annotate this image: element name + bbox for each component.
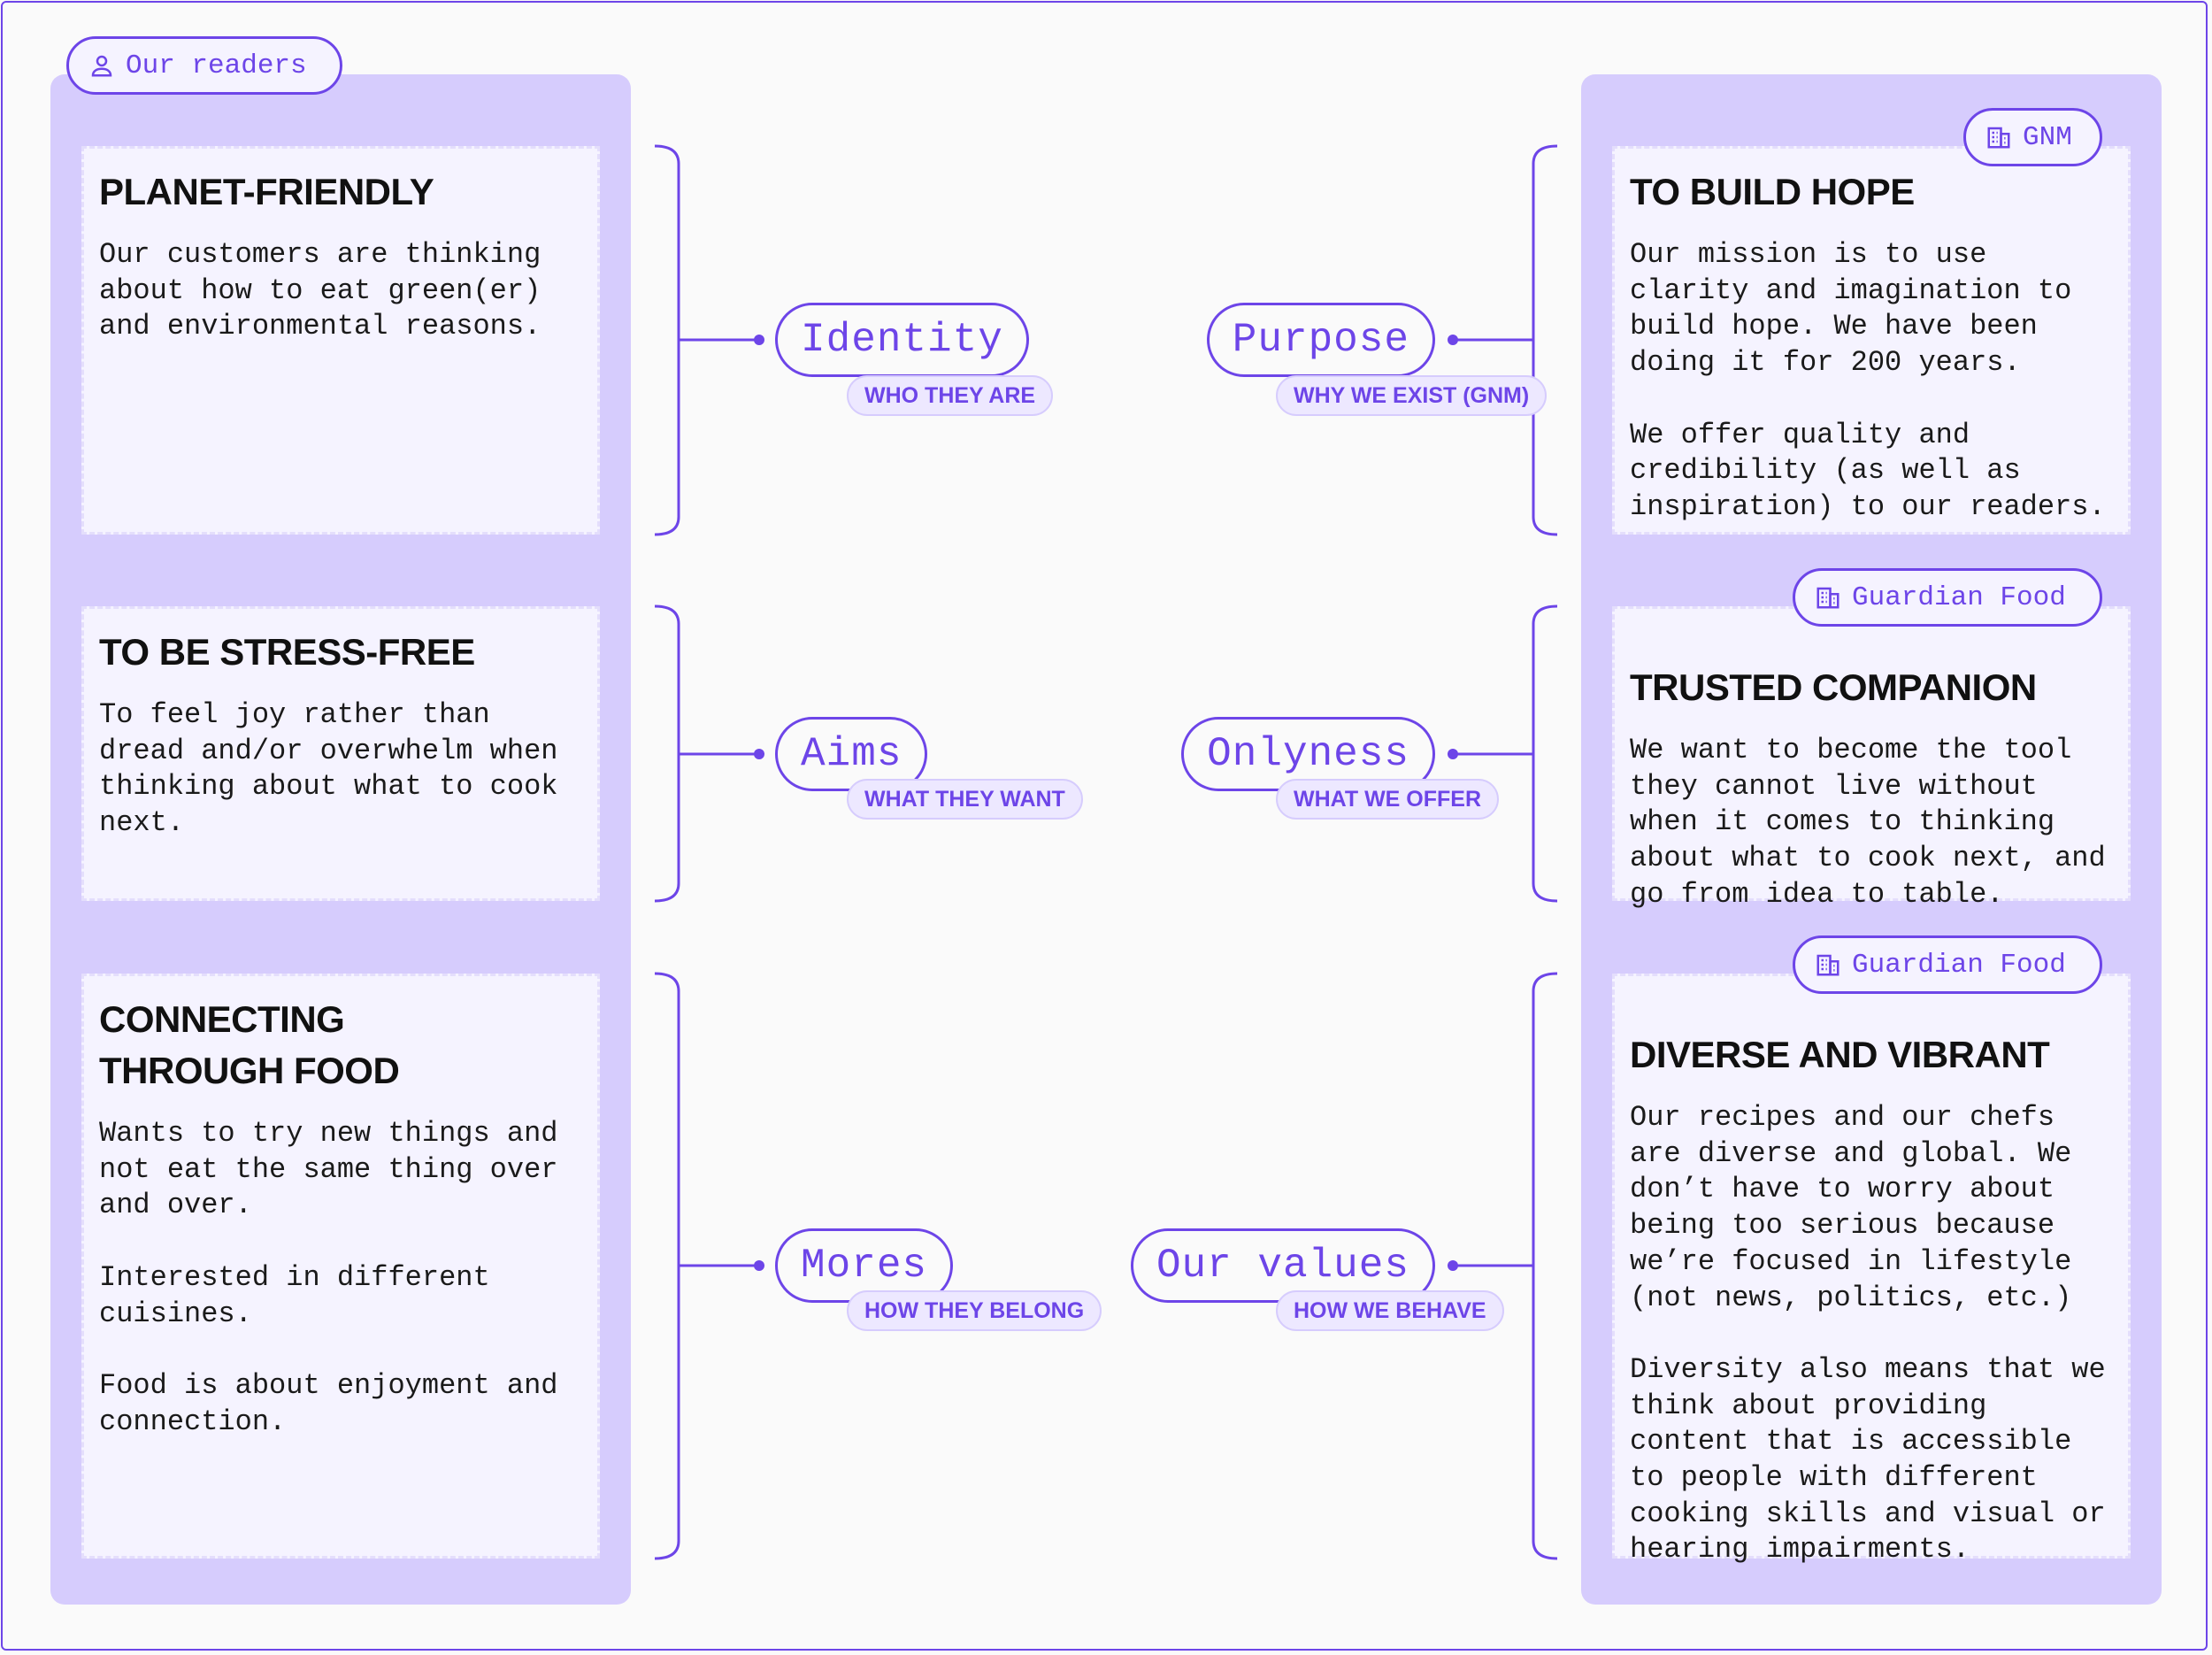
- bracket-onlyness: [1532, 604, 1558, 903]
- dot-aims: [754, 749, 764, 759]
- readers-tag: Our readers: [66, 36, 342, 95]
- node-sub-label: HOW WE BEHAVE: [1294, 1297, 1486, 1323]
- bracket-identity: [654, 144, 680, 536]
- node-sub-label: WHAT THEY WANT: [864, 786, 1065, 812]
- node-sub-aims: WHAT THEY WANT: [847, 779, 1083, 820]
- node-label: Aims: [801, 731, 902, 777]
- building-icon: [1987, 127, 2010, 149]
- org-tag-label: GNM: [2023, 121, 2072, 153]
- card-title: PLANET-FRIENDLY: [99, 171, 434, 212]
- node-sub-label: WHY WE EXIST (GNM): [1294, 382, 1530, 408]
- dot-values: [1448, 1260, 1458, 1271]
- node-purpose: Purpose: [1206, 303, 1435, 377]
- reader-card-planet: PLANET-FRIENDLY Our customers are thinki…: [81, 146, 600, 535]
- node-sub-purpose: WHY WE EXIST (GNM): [1276, 375, 1548, 416]
- node-identity: Identity: [775, 303, 1029, 377]
- dot-identity: [754, 335, 764, 345]
- person-icon: [91, 55, 112, 77]
- org-tag-label: Guardian Food: [1852, 581, 2066, 613]
- reader-card-stress-free: TO BE STRESS-FREE To feel joy rather tha…: [81, 606, 600, 901]
- node-sub-our-values: HOW WE BEHAVE: [1276, 1290, 1504, 1331]
- dot-mores: [754, 1260, 764, 1271]
- card-title: CONNECTING THROUGH FOOD: [99, 998, 400, 1091]
- card-title: DIVERSE AND VIBRANT: [1630, 1034, 2050, 1075]
- node-label: Onlyness: [1207, 731, 1409, 777]
- reader-card-connecting: CONNECTING THROUGH FOOD Wants to try new…: [81, 974, 600, 1559]
- org-tag-guardian-food: Guardian Food: [1793, 568, 2102, 627]
- node-sub-onlyness: WHAT WE OFFER: [1276, 779, 1499, 820]
- node-label: Mores: [801, 1243, 928, 1289]
- building-icon: [1816, 954, 1839, 976]
- readers-tag-label: Our readers: [126, 50, 307, 81]
- building-icon: [1816, 587, 1839, 609]
- bracket-purpose: [1532, 144, 1558, 536]
- node-sub-identity: WHO THEY ARE: [847, 375, 1054, 416]
- card-body: To feel joy rather than dread and/or ove…: [99, 698, 558, 840]
- bracket-values: [1532, 972, 1558, 1560]
- gnm-card-trusted: TRUSTED COMPANION We want to become the …: [1612, 606, 2131, 911]
- org-tag-label: Guardian Food: [1852, 949, 2066, 981]
- node-sub-label: WHAT WE OFFER: [1294, 786, 1481, 812]
- org-tag-guardian-food: Guardian Food: [1793, 935, 2102, 994]
- card-title: TO BE STRESS-FREE: [99, 631, 475, 673]
- node-label: Our values: [1156, 1243, 1409, 1289]
- node-sub-label: WHO THEY ARE: [864, 382, 1036, 408]
- card-body: Our recipes and our chefs are diverse an…: [1630, 1101, 2106, 1566]
- card-title: TRUSTED COMPANION: [1630, 666, 2037, 708]
- card-title: TO BUILD HOPE: [1630, 171, 1915, 212]
- gnm-card-build-hope: TO BUILD HOPE Our mission is to use clar…: [1612, 146, 2131, 535]
- card-body: Our customers are thinking about how to …: [99, 238, 541, 343]
- node-sub-mores: HOW THEY BELONG: [847, 1290, 1102, 1331]
- node-sub-label: HOW THEY BELONG: [864, 1297, 1085, 1323]
- card-body: Wants to try new things and not eat the …: [99, 1117, 558, 1438]
- dot-purpose: [1448, 335, 1458, 345]
- bracket-aims: [654, 604, 680, 903]
- card-body: Our mission is to use clarity and imagin…: [1630, 238, 2106, 523]
- org-tag-gnm: GNM: [1963, 108, 2102, 166]
- node-label: Identity: [801, 317, 1003, 363]
- bracket-mores: [654, 972, 680, 1560]
- dot-onlyness: [1448, 749, 1458, 759]
- node-label: Purpose: [1232, 317, 1409, 363]
- card-body: We want to become the tool they cannot l…: [1630, 734, 2106, 911]
